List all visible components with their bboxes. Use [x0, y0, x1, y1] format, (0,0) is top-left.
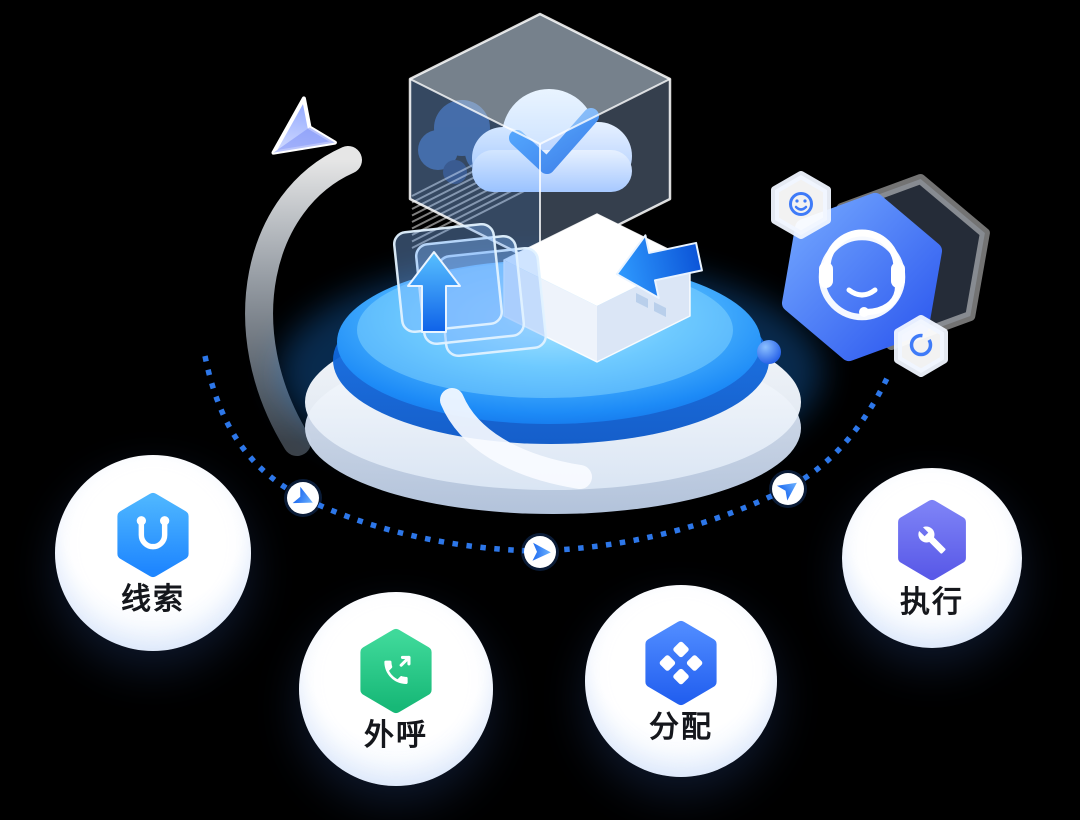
step-card-leads: 线索 — [55, 455, 251, 651]
flow-direction-arrow-icon — [532, 542, 551, 561]
step-label-outbound: 外呼 — [364, 719, 428, 752]
ring-icon — [909, 333, 933, 357]
small-hexagon-ring — [894, 315, 948, 377]
arrow-left-icon — [615, 234, 703, 299]
flow-arrow-badge-2 — [521, 533, 559, 571]
outbound-call-icon — [360, 628, 432, 714]
flow-arrow-badge-3 — [769, 470, 807, 508]
execution-wrench-icon — [898, 499, 966, 581]
blue-sphere-dot — [757, 340, 781, 364]
dotted-flow-path — [202, 355, 893, 554]
flow-arrow-badge-1 — [284, 479, 322, 517]
glass-cube — [408, 12, 672, 266]
step-label-leads: 线索 — [121, 583, 185, 616]
step-card-allocation: 分配 — [585, 585, 777, 777]
cursor-arrow-icon — [271, 96, 337, 155]
check-mark-icon — [509, 108, 599, 174]
allocation-grid-icon — [645, 620, 717, 706]
step-card-execution: 执行 — [842, 468, 1022, 648]
glass-ring-arc-front — [440, 388, 592, 489]
arrow-up-icon — [407, 251, 461, 333]
smiley-face-icon — [789, 192, 813, 216]
glass-ring-arc-back — [245, 146, 362, 456]
step-label-execution: 执行 — [900, 586, 964, 619]
step-card-outbound: 外呼 — [299, 592, 493, 786]
flow-direction-arrow-icon — [292, 486, 313, 504]
small-hexagon-smiley — [771, 171, 831, 239]
step-label-allocation: 分配 — [649, 711, 713, 744]
agent-hexagon-badge — [771, 171, 990, 377]
leads-route-icon — [117, 492, 189, 578]
flow-direction-arrow-icon — [776, 482, 797, 501]
customer-service-headset-icon — [818, 229, 906, 321]
